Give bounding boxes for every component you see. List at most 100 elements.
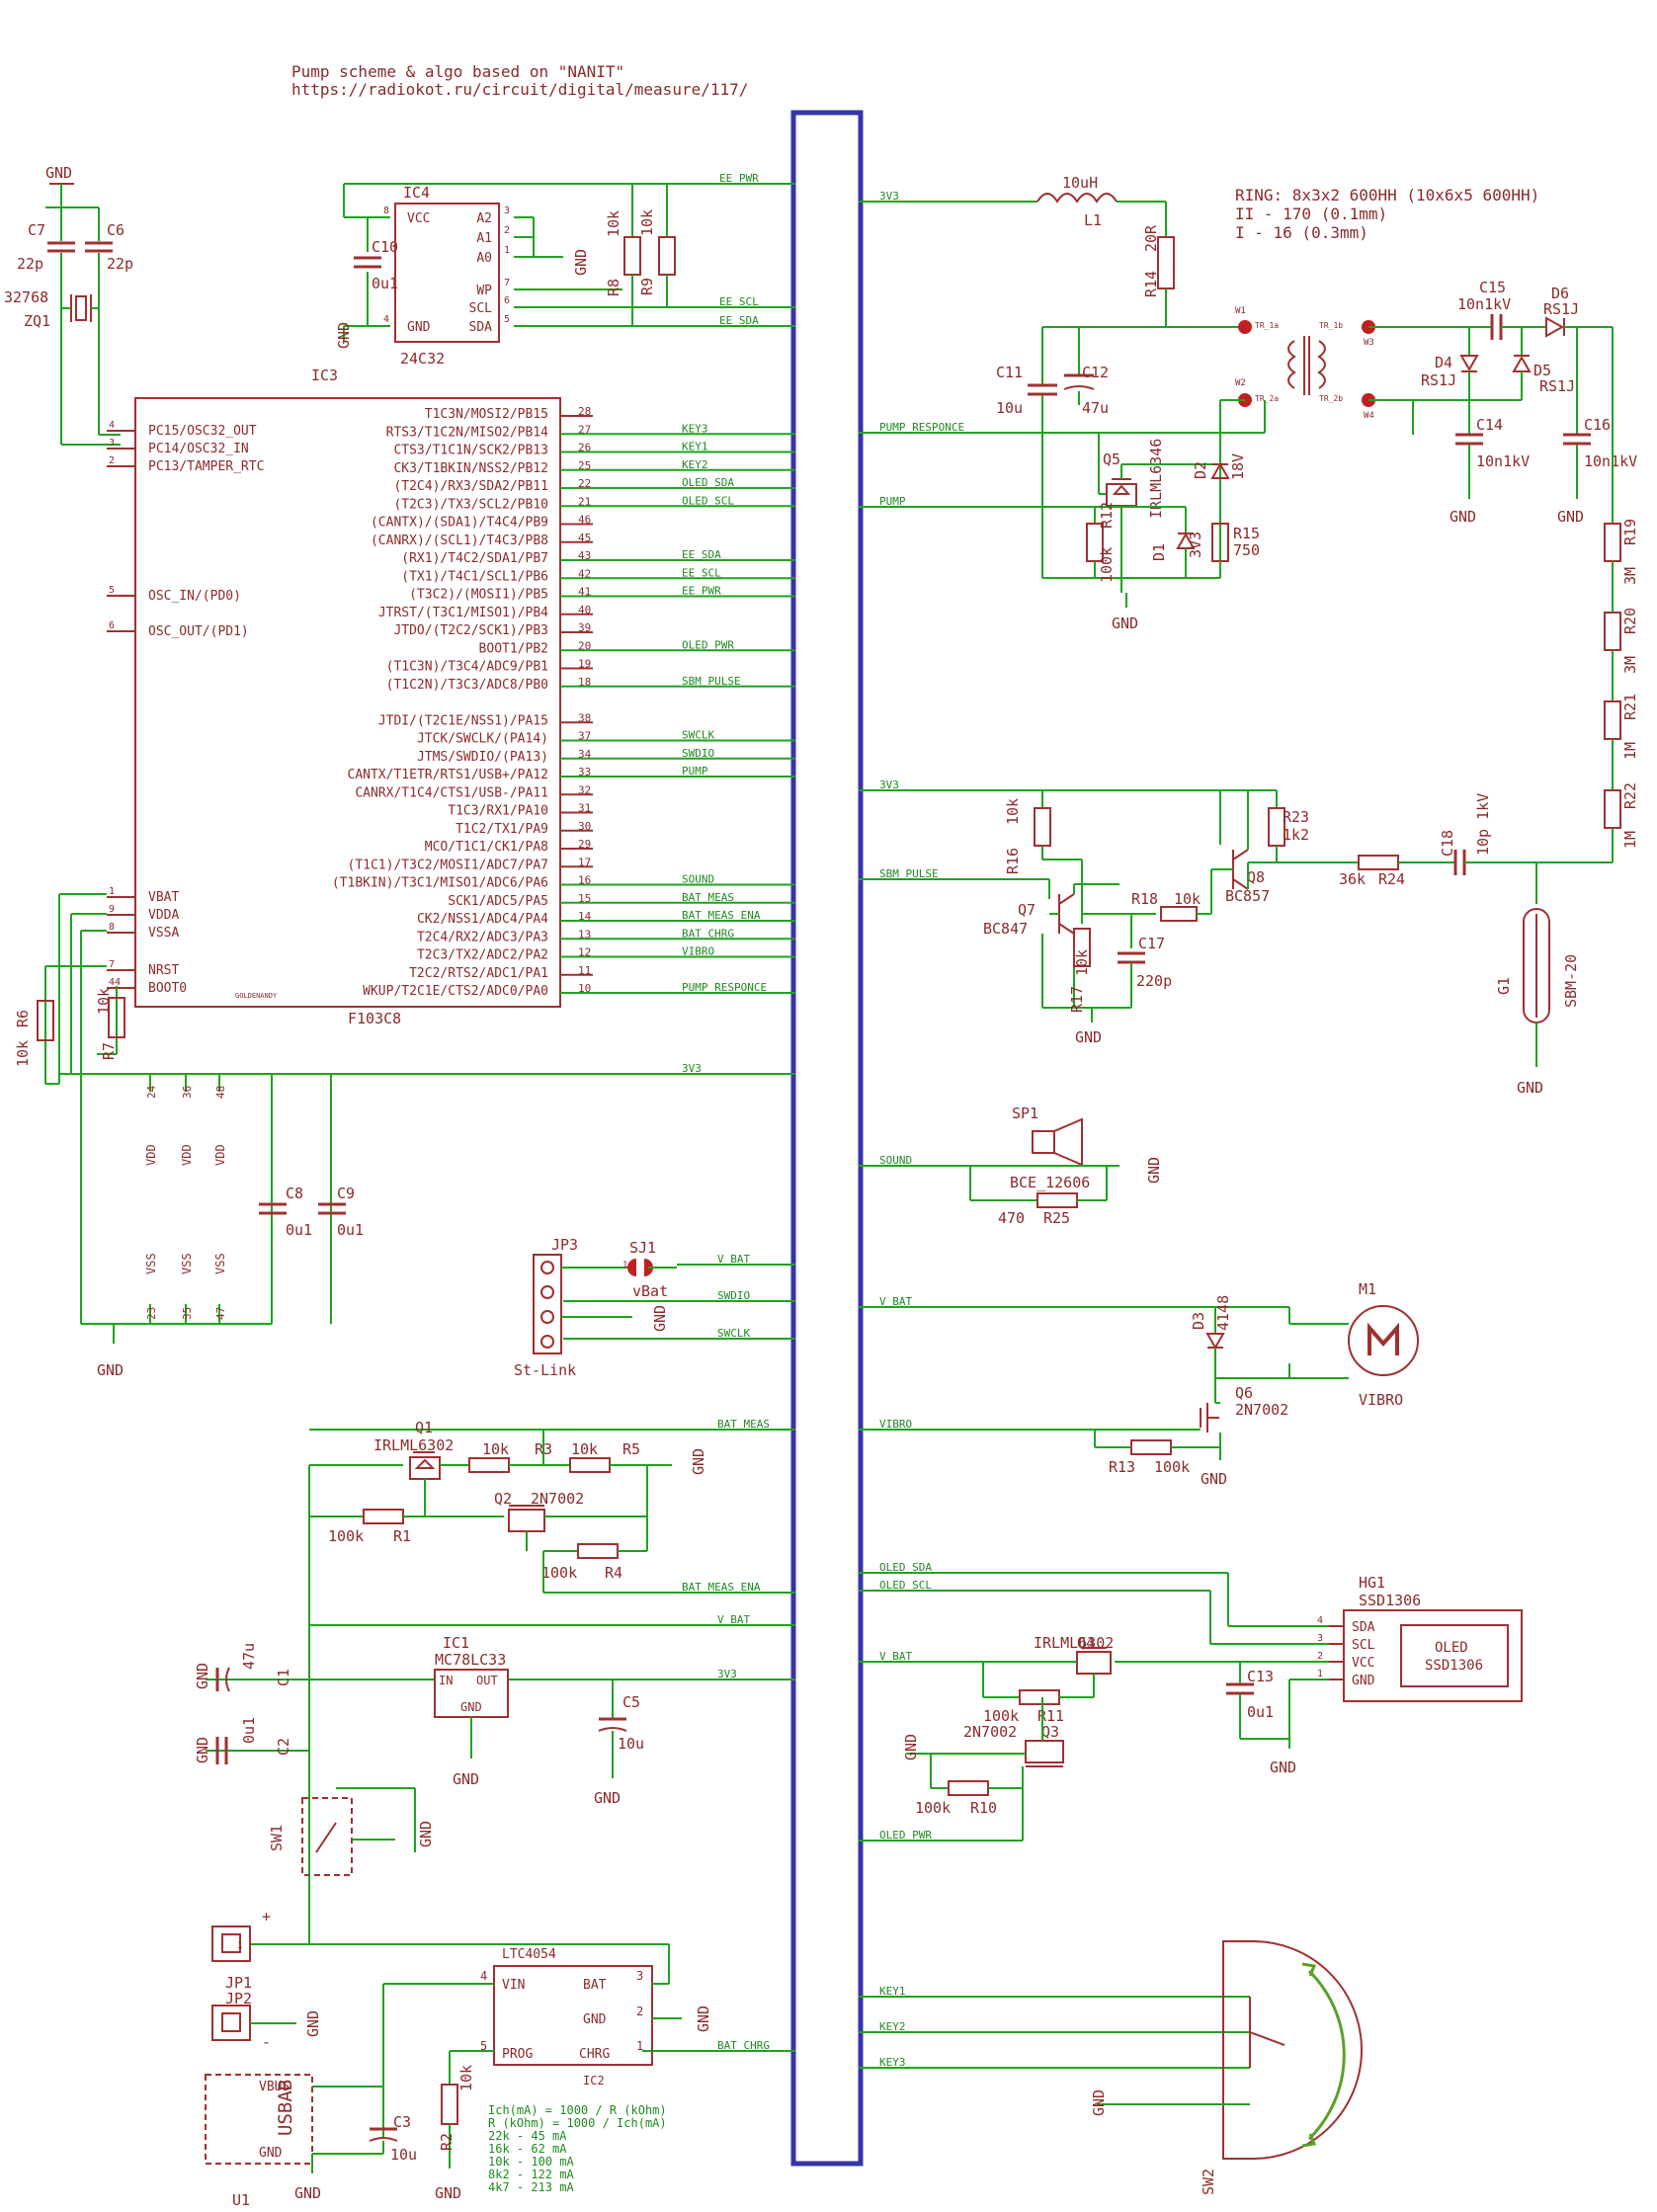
svg-text:4148: 4148	[1214, 1295, 1232, 1331]
net-ee-sda: EE_SDA	[719, 314, 759, 327]
mcu-pin-label: VSSA	[148, 926, 179, 941]
svg-text:LTC4054: LTC4054	[502, 1947, 556, 1962]
charge-note: Ich(mA) = 1000 / R (kOhm) R (kOhm) = 100…	[488, 2103, 667, 2194]
mcu-pin-label: PC15/OSC32_OUT	[148, 424, 257, 439]
net-ee-pwr: EE_PWR	[719, 172, 759, 185]
svg-text:3: 3	[636, 1969, 643, 1983]
oled-pin-num: 4	[1317, 1615, 1323, 1626]
net-pump-right: PUMP	[879, 495, 906, 508]
svg-text:R24: R24	[1378, 870, 1405, 888]
svg-text:10u: 10u	[618, 1735, 644, 1753]
svg-text:TR_2b: TR_2b	[1319, 394, 1343, 403]
svg-text:1: 1	[622, 1261, 627, 1270]
svg-text:D1: D1	[1150, 543, 1168, 561]
svg-text:L1: L1	[1084, 211, 1102, 229]
svg-text:10k: 10k	[571, 1440, 598, 1458]
mcu-pin-num: 40	[578, 604, 591, 616]
svg-text:R16: R16	[1004, 848, 1022, 874]
crystal-block: GND C7 22p C6 22p 32768 ZQ1	[4, 164, 133, 446]
svg-text:VIN: VIN	[502, 1978, 525, 1993]
net-3v3-right: 3V3	[879, 190, 899, 203]
svg-text:RS1J: RS1J	[1539, 377, 1575, 395]
svg-text:U1: U1	[232, 2191, 250, 2209]
svg-text:C12: C12	[1082, 364, 1109, 381]
svg-text:BC847: BC847	[983, 920, 1028, 938]
svg-text:D5: D5	[1533, 362, 1551, 379]
vss-pin-num: 23	[145, 1307, 158, 1320]
svg-text:GND: GND	[304, 2010, 322, 2037]
svg-text:1M: 1M	[1621, 831, 1639, 849]
mcu-pin-label: T1C3N/MOSI2/PB15	[425, 407, 548, 422]
mcu-pin-num: 18	[578, 676, 591, 689]
svg-text:20R: 20R	[1142, 224, 1160, 252]
svg-text:R13: R13	[1109, 1458, 1135, 1476]
svg-text:C2: C2	[275, 1738, 292, 1756]
svg-text:M1: M1	[1368, 1323, 1409, 1362]
mcu-net-label: EE_SCL	[682, 566, 721, 579]
svg-text:8k2 - 122 mA: 8k2 - 122 mA	[488, 2168, 574, 2181]
svg-text:R7: R7	[100, 1042, 118, 1060]
svg-text:10p 1kV: 10p 1kV	[1474, 793, 1492, 856]
svg-text:47u: 47u	[1082, 399, 1109, 417]
mcu-pin-num: 28	[578, 405, 591, 418]
mcu-pin-num: 9	[109, 904, 115, 915]
svg-text:3V3: 3V3	[1187, 532, 1204, 558]
mcu-pin-label: CK2/NSS1/ADC4/PA4	[417, 912, 548, 927]
svg-text:I - 16 (0.3mm): I - 16 (0.3mm)	[1235, 223, 1368, 242]
svg-text:10k: 10k	[482, 1440, 509, 1458]
oled-pin-label: SCL	[1352, 1638, 1375, 1653]
svg-text:GND: GND	[435, 2184, 461, 2202]
svg-text:IRLML6346: IRLML6346	[1147, 439, 1165, 519]
mcu-pin-num: 4	[109, 420, 115, 431]
mcu-pin-label: (T1C2N)/T3C3/ADC8/PB0	[386, 678, 548, 693]
svg-text:1k2: 1k2	[1283, 826, 1309, 844]
net-key1-right: KEY1	[879, 1985, 906, 1998]
vdd-pin-num: 36	[181, 1086, 194, 1099]
svg-text:C6: C6	[107, 221, 124, 239]
header-url: https://radiokot.ru/circuit/digital/meas…	[291, 80, 748, 99]
svg-text:W4: W4	[1364, 411, 1374, 421]
svg-text:100k: 100k	[328, 1527, 364, 1545]
svg-text:R2: R2	[438, 2133, 456, 2151]
svg-text:GND: GND	[651, 1305, 669, 1332]
svg-text:R9: R9	[638, 278, 656, 295]
svg-text:0u1: 0u1	[372, 275, 398, 292]
net-bat-chrg-left: BAT_CHRG	[717, 2039, 770, 2052]
oled-power: Q4 IRLML6302 IRLML6302 100k R11 2N7002 Q…	[902, 1634, 1114, 1841]
svg-text:GND: GND	[97, 1361, 124, 1379]
svg-text:22p: 22p	[107, 255, 133, 273]
ring-note: RING: 8x3x2 600HH (10x6x5 600HH) II - 17…	[1235, 186, 1539, 242]
svg-text:4k7 - 213 mA: 4k7 - 213 mA	[488, 2180, 574, 2194]
mcu-logo: GOLDENANDY	[235, 992, 278, 1000]
svg-text:RING: 8x3x2 600HH (10x6x5 600H: RING: 8x3x2 600HH (10x6x5 600HH)	[1235, 186, 1539, 205]
svg-text:GND: GND	[1090, 2089, 1108, 2116]
svg-text:R19: R19	[1621, 519, 1639, 545]
mcu-pin-label: VDDA	[148, 908, 179, 923]
net-vibro-right: VIBRO	[879, 1418, 912, 1431]
mcu-pin-label: (T2C3)/TX3/SCL2/PB10	[393, 497, 548, 512]
svg-text:22k - 45 mA: 22k - 45 mA	[488, 2129, 567, 2143]
mcu-pin-num: 2	[109, 455, 115, 466]
svg-text:SW2: SW2	[1200, 2169, 1217, 2195]
svg-text:R15: R15	[1233, 525, 1260, 542]
vdd-pin-num: 24	[145, 1085, 158, 1099]
oled-pin-label: GND	[1352, 1674, 1375, 1688]
eeprom-pin-label: SDA	[469, 320, 493, 335]
mcu-net-label: OLED_SCL	[682, 494, 734, 507]
svg-text:GND: GND	[695, 2006, 712, 2032]
bat-measure: Q1 IRLML6302 10k R3 10k R5 GND 100k R1 Q…	[308, 1419, 707, 1625]
svg-text:R5: R5	[622, 1440, 640, 1458]
net-sound-right: SOUND	[879, 1154, 912, 1167]
mcu-pin-num: 15	[578, 892, 591, 905]
st-link-jp3: JP3 St-Link 1 SJ1 vBat GND	[514, 1236, 677, 1379]
mcu-pin-label: VBAT	[148, 890, 179, 905]
mcu-pin-num: 17	[578, 856, 591, 868]
mcu-pin-num: 13	[578, 928, 591, 941]
svg-text:D6: D6	[1551, 285, 1569, 302]
svg-text:R18: R18	[1131, 890, 1158, 908]
svg-text:1: 1	[636, 2039, 643, 2053]
svg-text:GND: GND	[1112, 614, 1138, 632]
